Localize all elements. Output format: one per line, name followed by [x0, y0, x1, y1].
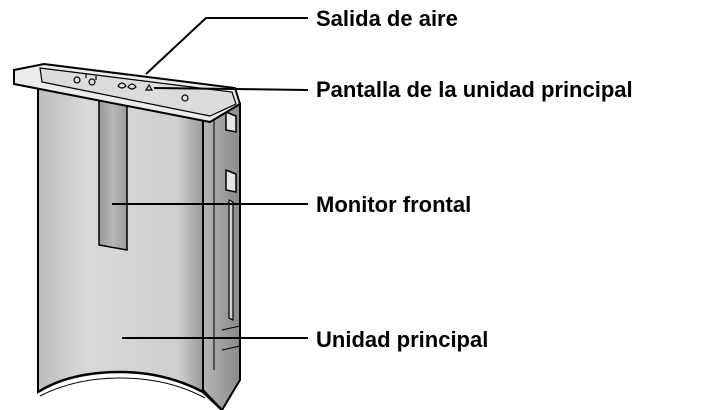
main-unit-body	[37, 86, 241, 410]
label-main-display: Pantalla de la unidad principal	[316, 77, 633, 102]
control-buttons	[73, 74, 189, 102]
label-air-outlet: Salida de aire	[316, 6, 458, 31]
leader-main-display	[153, 87, 309, 91]
leader-air-outlet	[145, 17, 308, 75]
leader-lines	[112, 17, 309, 339]
front-monitor-window	[98, 95, 128, 251]
label-main-unit: Unidad principal	[316, 327, 489, 352]
label-front-monitor: Monitor frontal	[316, 192, 472, 217]
main-display-panel	[13, 62, 242, 124]
